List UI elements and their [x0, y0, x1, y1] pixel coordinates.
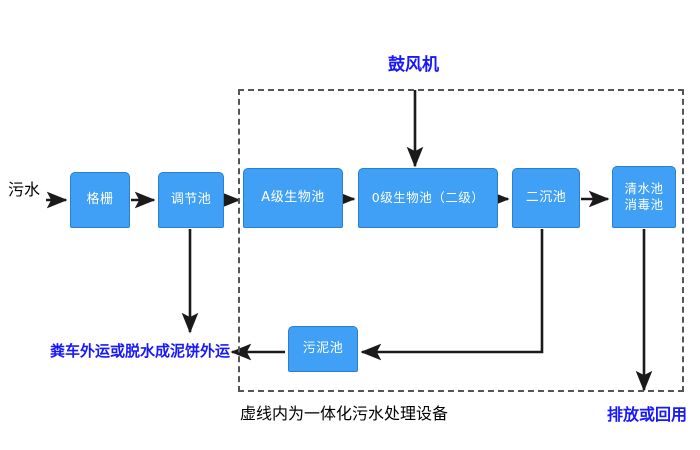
label-influent: 污水	[8, 180, 41, 199]
process-node-bio_a[interactable]: A级生物池	[243, 168, 343, 228]
process-node-sludge[interactable]: 污泥池	[288, 326, 358, 372]
process-node-bio_o[interactable]: 0级生物池（二级）	[358, 168, 498, 228]
label-effluent: 排放或回用	[607, 405, 688, 424]
dashed-equipment-boundary	[238, 89, 684, 392]
process-node-regulate[interactable]: 调节池	[158, 172, 224, 228]
label-blower: 鼓风机	[388, 55, 439, 75]
process-node-clearwater[interactable]: 清水池 消毒池	[612, 166, 676, 228]
process-node-settler2[interactable]: 二沉池	[512, 168, 580, 228]
label-sludge_out: 粪车外运或脱水成泥饼外运	[50, 342, 231, 360]
label-dashed_note: 虚线内为一体化污水处理设备	[240, 404, 449, 423]
process-node-grid[interactable]: 格栅	[70, 172, 130, 228]
